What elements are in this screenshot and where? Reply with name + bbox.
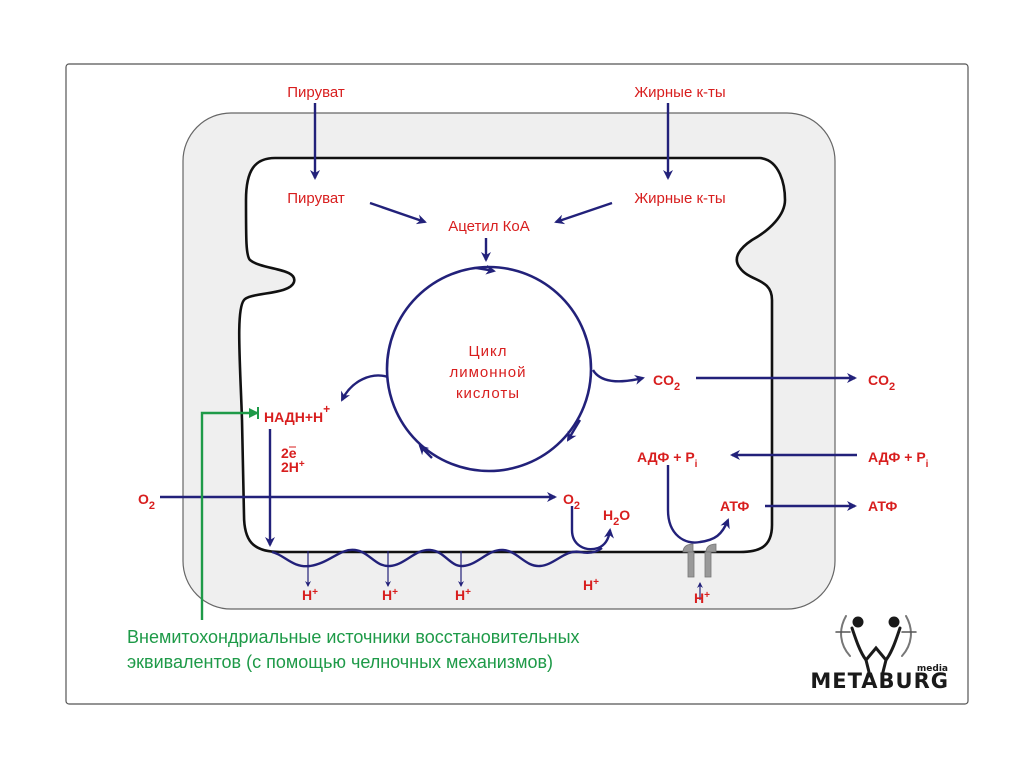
- label-pyruvate-inside: Пируват: [287, 190, 345, 207]
- label-atp-inside: АТФ: [720, 498, 749, 514]
- cycle-label-line2: лимонной: [449, 364, 526, 381]
- cycle-arrow-top: [475, 264, 496, 275]
- logo-figures-icon: [835, 615, 917, 678]
- label-h2o: H2O: [603, 507, 630, 528]
- arrow-adp-to-atp: [666, 465, 730, 544]
- label-h-plus-5: H+: [694, 590, 710, 606]
- logo-sub: media: [917, 664, 948, 674]
- label-h-plus-4: H+: [583, 577, 599, 593]
- label-h-plus-1: H+: [302, 587, 318, 603]
- label-protons: 2H+: [281, 459, 305, 475]
- cycle-arrow-right: [566, 419, 582, 442]
- cycle-arrow-left: [418, 444, 433, 459]
- logo-brand: METABURG: [810, 669, 949, 693]
- label-adp-inside: АДФ + Pi: [637, 449, 698, 470]
- label-h-plus-3: H+: [455, 587, 471, 603]
- cycle-label-line1: Цикл: [469, 343, 508, 360]
- inner-membrane: [237, 156, 787, 554]
- label-co2-outside: CO2: [868, 372, 895, 393]
- label-o2-outside: O2: [138, 491, 155, 512]
- label-electrons: 2e: [281, 445, 297, 461]
- arrow-o2-to-h2o: [570, 506, 614, 551]
- label-nadh: НАДН+Н+: [264, 402, 330, 425]
- arrow-cycle-to-co2: [591, 369, 645, 385]
- footnote-line2: эквивалентов (с помощью челночных механи…: [127, 652, 553, 672]
- metaburg-logo: media METABURG: [810, 615, 949, 693]
- atp-synthase-icon: [682, 543, 717, 578]
- arrow-fatty-acids-to-acetylcoa: [554, 201, 613, 225]
- label-co2-inside: CO2: [653, 372, 680, 393]
- label-adp-outside: АДФ + Pi: [868, 449, 929, 470]
- label-fatty-acids-outside: Жирные к-ты: [634, 84, 725, 101]
- footnote-line1: Внемитохондриальные источники восстанови…: [127, 627, 580, 647]
- label-h-plus-2: H+: [382, 587, 398, 603]
- shuttle-arrow: [200, 408, 259, 620]
- label-acetyl-coa: Ацетил КоА: [448, 218, 530, 235]
- cycle-label-line3: кислоты: [456, 385, 520, 402]
- arrow-pyruvate-to-acetylcoa: [369, 201, 427, 225]
- label-o2-inside: O2: [563, 491, 580, 512]
- arrow-cycle-to-nadh: [340, 374, 389, 402]
- label-pyruvate-outside: Пируват: [287, 84, 345, 101]
- label-atp-outside: АТФ: [868, 498, 897, 514]
- electron-transport-wave: [271, 547, 603, 568]
- label-fatty-acids-inside: Жирные к-ты: [634, 190, 725, 207]
